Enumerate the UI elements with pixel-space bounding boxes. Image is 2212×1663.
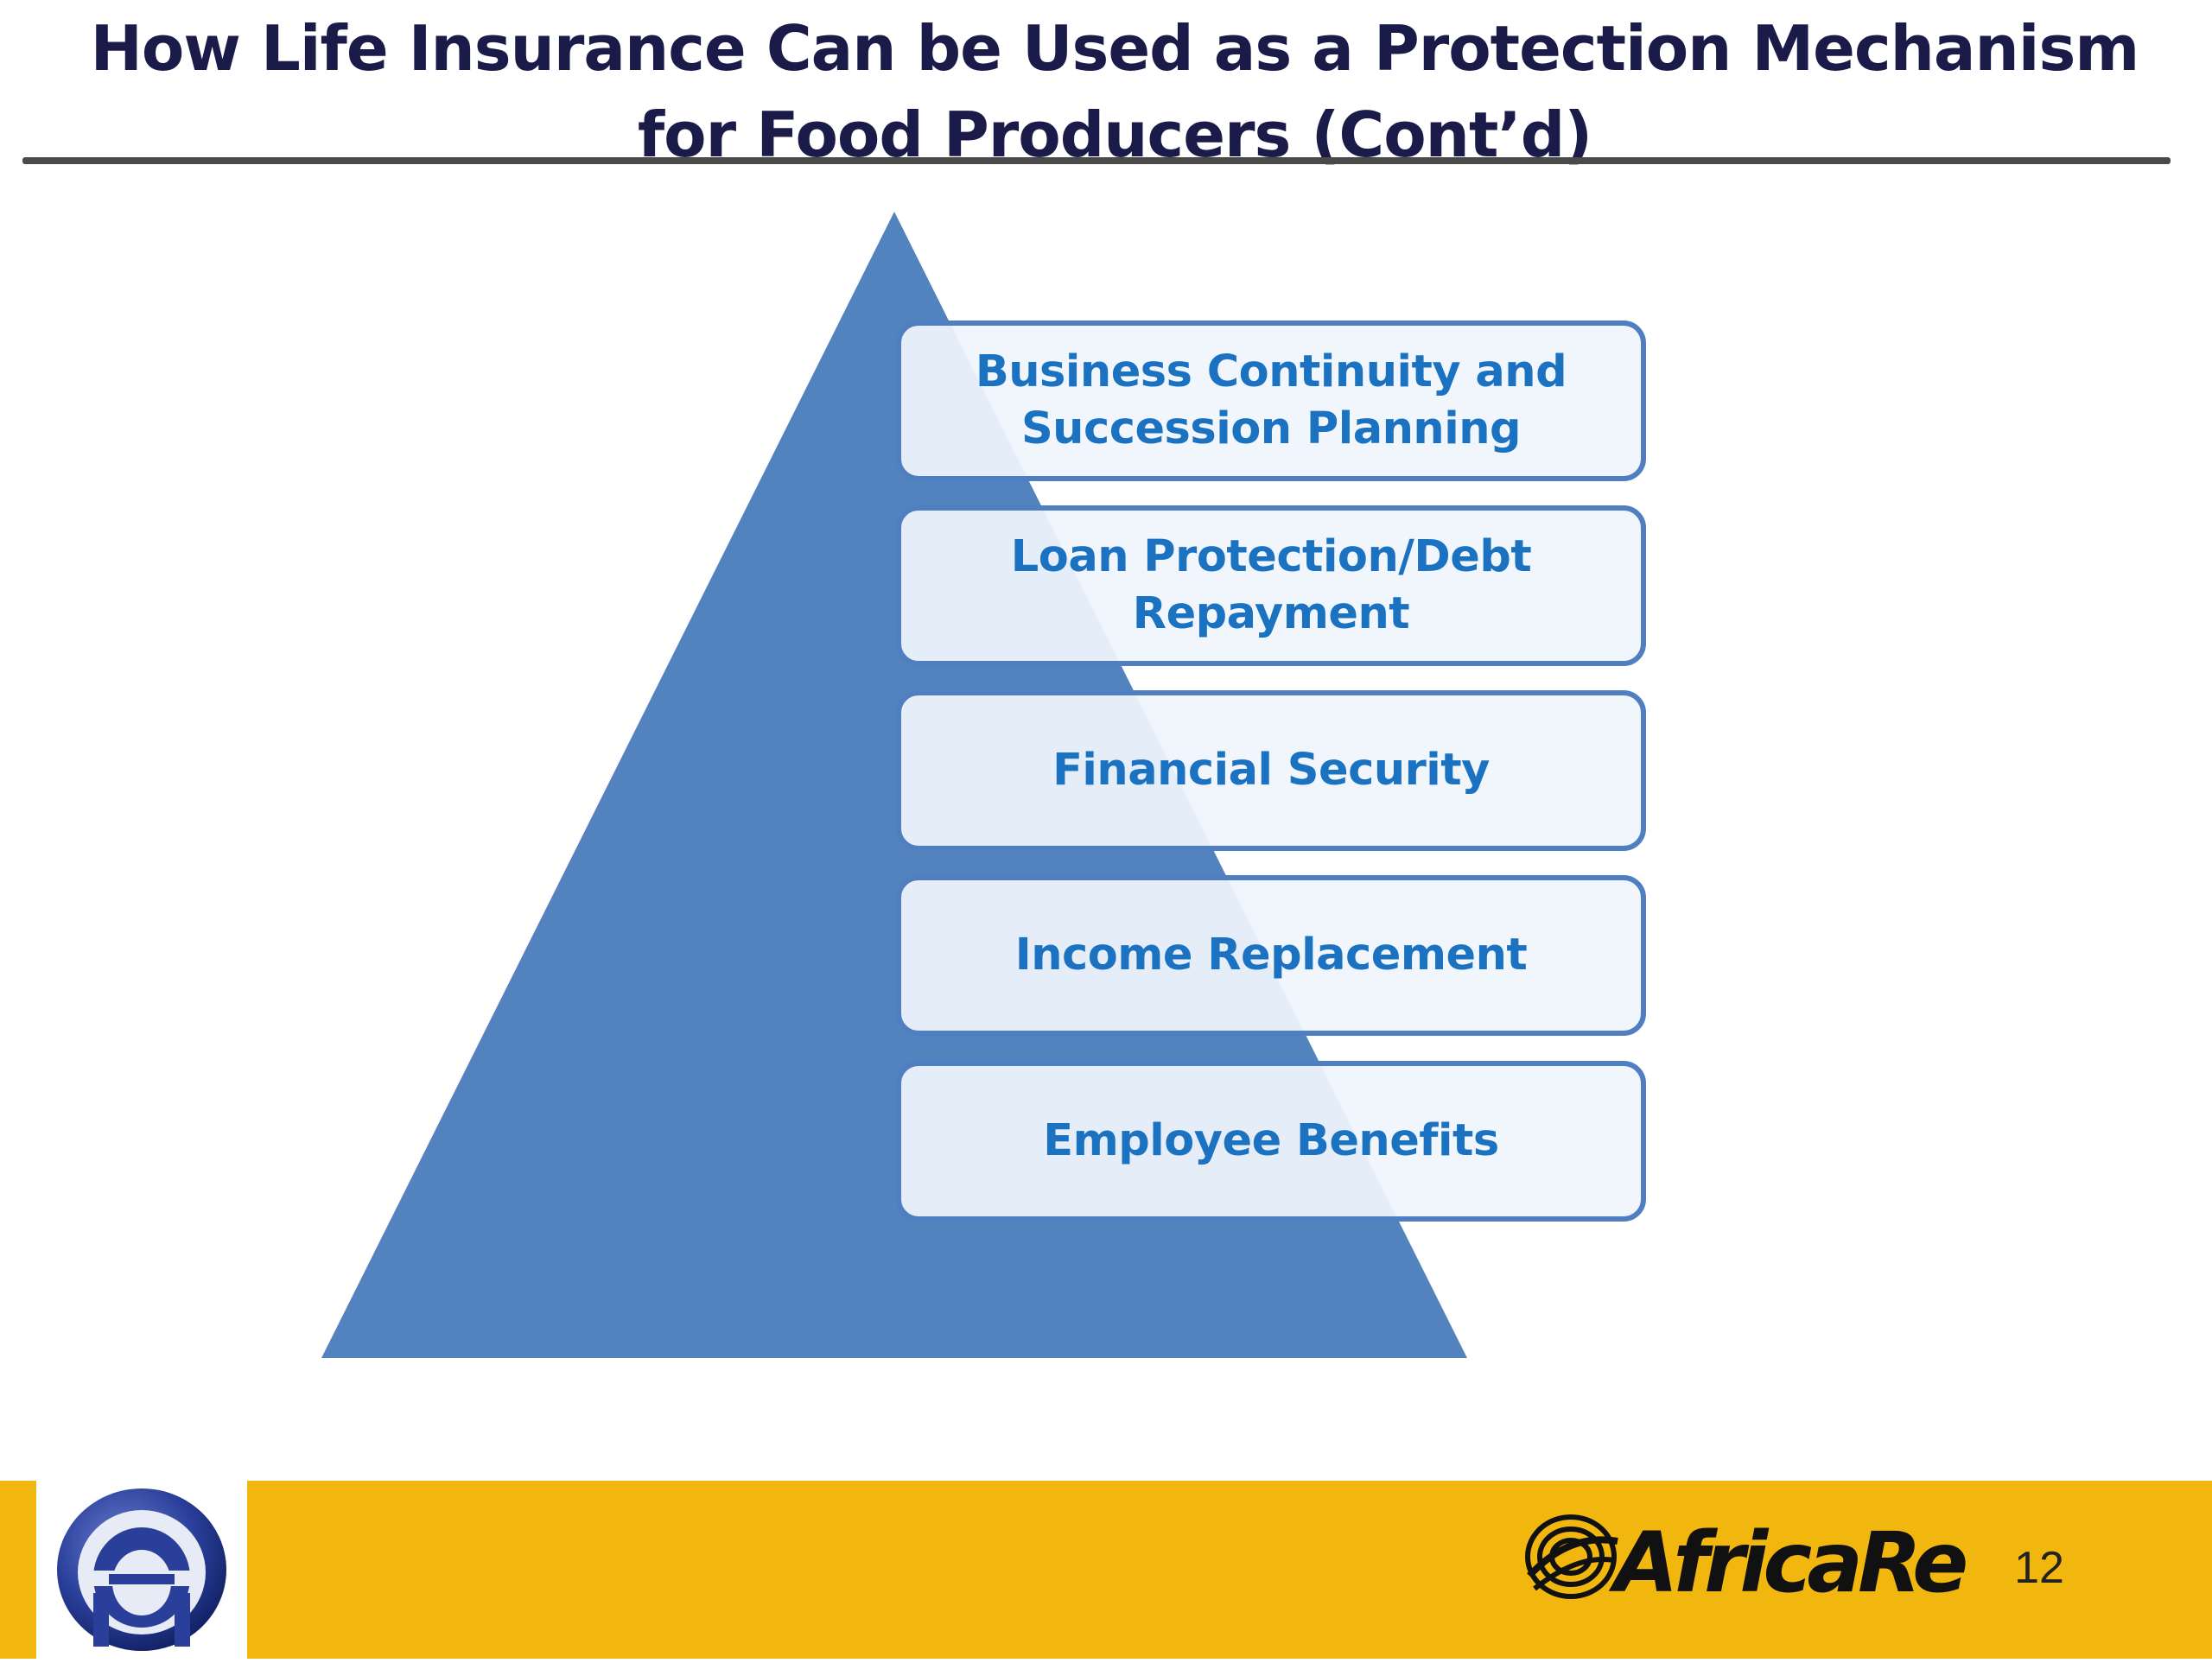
level-label: Employee Benefits <box>1043 1115 1499 1166</box>
pyramid-level-employee-benefits: Employee Benefits <box>896 1061 1646 1222</box>
footer-bar <box>0 1481 2212 1659</box>
slide-title: How Life Insurance Can be Used as a Prot… <box>90 12 2140 171</box>
pyramid-level-income-replacement: Income Replacement <box>896 875 1646 1036</box>
company-emblem-logo <box>36 1481 247 1659</box>
pyramid-level-financial-security: Financial Security <box>896 690 1646 851</box>
title-underline <box>22 157 2171 164</box>
africare-logo: AfricaRe <box>1517 1507 1971 1611</box>
pyramid-level-business-continuity: Business Continuity and Succession Plann… <box>896 321 1646 481</box>
emblem-icon <box>57 1488 226 1651</box>
level-label: Business Continuity and Succession Plann… <box>975 346 1567 454</box>
brand-wordmark: AfricaRe <box>1608 1514 1966 1610</box>
africare-logo-graphic: AfricaRe <box>1525 1514 1971 1611</box>
level-label: Loan Protection/Debt Repayment <box>1010 531 1532 639</box>
pyramid-level-loan-protection: Loan Protection/Debt Repayment <box>896 505 1646 666</box>
level-label: Financial Security <box>1052 745 1490 796</box>
level-label: Income Replacement <box>1014 930 1528 981</box>
globe-swirl-icon <box>1525 1514 1618 1599</box>
page-number: 12 <box>2014 1543 2064 1593</box>
